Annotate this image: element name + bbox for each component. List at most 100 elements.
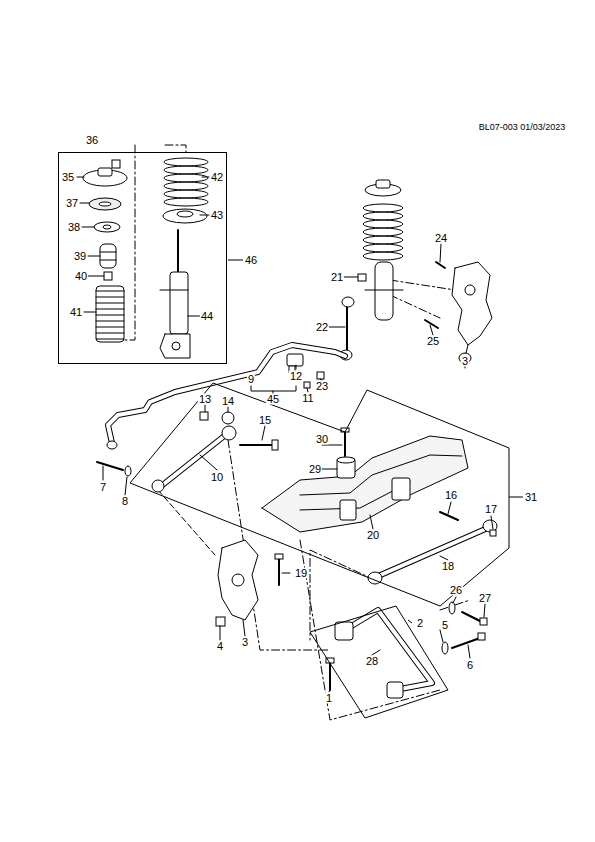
strut-mount xyxy=(376,180,390,188)
boot-rib xyxy=(96,315,124,316)
bolt-16 xyxy=(440,512,458,520)
drawing-id: BL07-003 01/03/2023 xyxy=(478,123,567,132)
callout-number: 22 xyxy=(315,322,329,333)
leader-line xyxy=(491,516,493,529)
callout-number: 25 xyxy=(426,336,440,347)
callout-number: 3 xyxy=(241,637,249,648)
nut-17 xyxy=(490,530,496,536)
leader-line xyxy=(468,645,470,658)
region-outline xyxy=(310,606,448,718)
callout-number: 36 xyxy=(85,135,99,146)
callout-number: 16 xyxy=(444,490,458,501)
callout-number: 42 xyxy=(210,172,224,183)
shock-body-44 xyxy=(170,272,188,334)
callout-number: 5 xyxy=(441,620,449,631)
coil-spring xyxy=(363,204,403,212)
leader-line xyxy=(88,276,104,277)
callout-number: 11 xyxy=(301,393,314,404)
arm-10 xyxy=(160,433,228,487)
washer-38 xyxy=(103,225,111,229)
washer-26 xyxy=(449,602,455,614)
callout-number: 28 xyxy=(365,656,379,667)
callout-number: 46 xyxy=(244,255,258,266)
leader-line xyxy=(77,177,84,178)
callout-number: 44 xyxy=(200,311,214,322)
callout-number: 40 xyxy=(74,271,88,282)
washer-8 xyxy=(125,466,131,476)
bolt-24 xyxy=(436,262,445,268)
leader-line xyxy=(372,650,380,655)
leader-line xyxy=(84,312,96,313)
boot-rib xyxy=(96,309,124,310)
stabilizer-link-22 xyxy=(346,300,348,355)
coil-spring xyxy=(363,244,403,252)
leader-line xyxy=(484,604,485,617)
leader-line xyxy=(370,515,373,529)
boot-rib xyxy=(96,291,124,292)
callout-number: 45 xyxy=(266,394,280,405)
nut-21 xyxy=(358,274,366,281)
assembly-line xyxy=(165,145,186,152)
callout-number: 13 xyxy=(198,394,212,405)
leader-line xyxy=(80,203,89,204)
callout-number: 24 xyxy=(434,233,448,244)
bolt-1 xyxy=(329,662,331,690)
part-outline xyxy=(300,455,462,495)
bolt-head-27 xyxy=(480,618,487,625)
leader-line xyxy=(282,573,290,574)
leader-line xyxy=(228,260,243,261)
bolt-head-15 xyxy=(272,440,278,450)
leader-line xyxy=(82,227,94,228)
nut-13 xyxy=(200,412,208,420)
leader-line xyxy=(322,469,337,470)
bump-stop-39 xyxy=(100,244,116,268)
shock-bracket xyxy=(160,334,190,358)
leader-line xyxy=(200,215,209,216)
boot-rib xyxy=(96,327,124,328)
leader-line xyxy=(440,556,448,560)
dust-boot-41 xyxy=(96,286,124,342)
bolt-7 xyxy=(97,462,123,470)
bushing xyxy=(387,682,403,698)
subframe-20 xyxy=(262,436,468,532)
leader-line xyxy=(296,365,297,369)
callout-number: 18 xyxy=(441,561,455,572)
boot-rib xyxy=(96,333,124,334)
callout-number: 8 xyxy=(121,496,129,507)
callout-number: 6 xyxy=(466,660,474,671)
knuckle-3 xyxy=(218,540,258,620)
lower-arm-28 xyxy=(345,610,432,690)
bolt-30 xyxy=(344,432,346,456)
coil-spring-42 xyxy=(164,198,208,206)
spring-seat-43 xyxy=(177,211,193,217)
leader-line xyxy=(408,620,412,623)
part-outline xyxy=(466,345,468,353)
callout-number: 19 xyxy=(294,568,308,579)
callout-number: 30 xyxy=(315,434,329,445)
part-outline xyxy=(100,252,116,253)
callout-number: 37 xyxy=(65,198,79,209)
bushing xyxy=(335,622,353,640)
assembly-line xyxy=(310,550,375,640)
callout-number: 1 xyxy=(325,693,333,704)
leader-line xyxy=(220,626,221,640)
coil-spring-42 xyxy=(164,182,208,190)
leader-line xyxy=(322,445,342,446)
leader-line xyxy=(125,477,127,495)
leader-line xyxy=(188,316,200,317)
bolt-25 xyxy=(425,320,438,328)
callout-number: 3 xyxy=(461,356,469,367)
bolt-6 xyxy=(452,638,480,648)
assembly-line xyxy=(300,540,440,720)
leader-line xyxy=(453,597,456,603)
leader-line xyxy=(202,177,209,178)
callout-number: 14 xyxy=(221,396,235,407)
callout-number: 10 xyxy=(210,472,224,483)
nut-36 xyxy=(112,160,120,168)
callout-number: 4 xyxy=(216,641,224,652)
callout-number: 26 xyxy=(449,585,463,596)
callout-number: 15 xyxy=(258,415,272,426)
bearing-37 xyxy=(99,202,111,206)
bar-end xyxy=(107,441,117,449)
leader-line xyxy=(228,407,229,412)
